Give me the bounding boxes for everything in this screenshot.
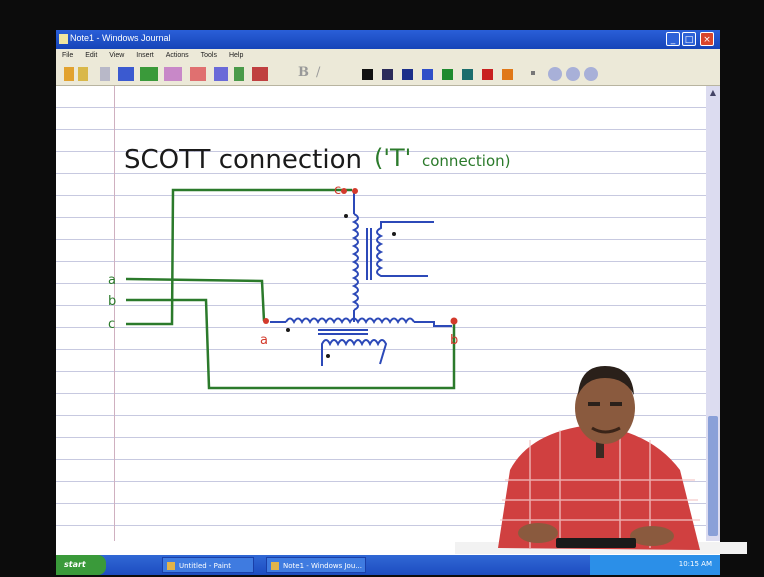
menu-tools[interactable]: Tools	[200, 52, 217, 59]
menu-file[interactable]: File	[62, 52, 74, 59]
wire-b	[126, 298, 456, 390]
pen-color-swatch[interactable]	[362, 69, 373, 80]
journal-window: Note1 - Windows Journal _ □ × File Edit …	[56, 30, 720, 575]
new-page-icon[interactable]	[64, 67, 74, 81]
journal-app-icon	[59, 34, 68, 44]
margin-line	[114, 86, 115, 541]
start-button[interactable]: start	[56, 555, 106, 575]
menu-edit[interactable]: Edit	[85, 52, 98, 59]
clock: 10:15 AM	[678, 560, 712, 568]
more-colors-icon[interactable]	[531, 71, 535, 75]
menu-view[interactable]: View	[109, 52, 125, 59]
heading-connection-sub: connection)	[422, 152, 511, 170]
main-primary-coil	[285, 317, 415, 325]
zoom-in-icon[interactable]	[566, 67, 580, 81]
pen-color-swatch[interactable]	[422, 69, 433, 80]
journal-icon	[271, 562, 279, 570]
green-wires	[125, 188, 456, 390]
polarity-dots	[286, 214, 396, 358]
highlighter-icon[interactable]	[164, 67, 182, 81]
scroll-thumb[interactable]	[708, 416, 718, 536]
teaser-secondary-coil	[376, 221, 434, 277]
label-b-in: b	[108, 294, 116, 309]
window-title: Note1 - Windows Journal	[70, 33, 171, 43]
presenter-head	[575, 372, 635, 444]
insert-space-icon[interactable]	[234, 67, 244, 81]
tablet-device	[556, 538, 636, 548]
title-bar: Note1 - Windows Journal _ □ ×	[56, 30, 720, 49]
menu-bar: File Edit View Insert Actions Tools Help	[56, 49, 720, 63]
close-button[interactable]: ×	[700, 32, 714, 46]
zoom-out-icon[interactable]	[584, 67, 598, 81]
select-icon[interactable]	[100, 67, 110, 81]
paint-icon	[167, 562, 175, 570]
terminal-labels: a b c c a b	[108, 183, 458, 348]
pen-color-swatch[interactable]	[482, 69, 493, 80]
system-tray: 10:15 AM	[590, 555, 720, 575]
teaser-primary-coil	[351, 213, 359, 311]
terminal-nodes	[263, 188, 458, 325]
open-folder-icon[interactable]	[78, 67, 88, 81]
eraser-icon[interactable]	[190, 67, 206, 81]
maximize-button[interactable]: □	[682, 32, 696, 46]
menu-actions[interactable]: Actions	[165, 52, 189, 59]
pen-color-swatch[interactable]	[382, 69, 393, 80]
taskbar-item-journal[interactable]: Note1 - Windows Jou...	[266, 557, 366, 573]
taskbar-item-paint-label: Untitled - Paint	[179, 562, 231, 570]
pen-blue-icon[interactable]	[118, 67, 134, 81]
menu-insert[interactable]: Insert	[136, 52, 154, 59]
label-A-node: a	[260, 333, 268, 348]
flag-icon[interactable]	[252, 67, 268, 81]
bold-button[interactable]: B	[298, 65, 309, 80]
pen-color-swatch[interactable]	[402, 69, 413, 80]
taskbar: start Untitled - Paint Note1 - Windows J…	[56, 555, 720, 575]
pen-color-swatch[interactable]	[462, 69, 473, 80]
vertical-scrollbar[interactable]: ▲	[706, 86, 720, 541]
taskbar-item-paint[interactable]: Untitled - Paint	[162, 557, 254, 573]
label-c-in: c	[108, 317, 115, 332]
pen-color-swatch[interactable]	[502, 69, 513, 80]
minimize-button[interactable]: _	[666, 32, 680, 46]
lasso-icon[interactable]	[214, 67, 228, 81]
heading-t-connection: ('T'	[374, 144, 411, 172]
label-a-in: a	[108, 273, 116, 288]
toolbar: B /	[56, 63, 720, 86]
label-c-node: c	[334, 183, 341, 198]
main-secondary-coil	[321, 339, 388, 366]
label-B-node: b	[450, 333, 458, 348]
pen-green-icon[interactable]	[140, 67, 158, 81]
wire-c	[126, 188, 352, 326]
pen-color-swatch[interactable]	[442, 69, 453, 80]
handwritten-diagram: SCOTT connection ('T' connection)	[108, 144, 511, 390]
note-page[interactable]: SCOTT connection ('T' connection)	[56, 86, 706, 541]
menu-help[interactable]: Help	[228, 52, 244, 59]
taskbar-item-journal-label: Note1 - Windows Jou...	[283, 562, 362, 570]
zoom-icon[interactable]	[548, 67, 562, 81]
scroll-up-icon[interactable]: ▲	[709, 88, 717, 97]
heading-title: SCOTT connection	[124, 145, 362, 175]
italic-button[interactable]: /	[316, 65, 321, 80]
transformer	[270, 192, 452, 366]
